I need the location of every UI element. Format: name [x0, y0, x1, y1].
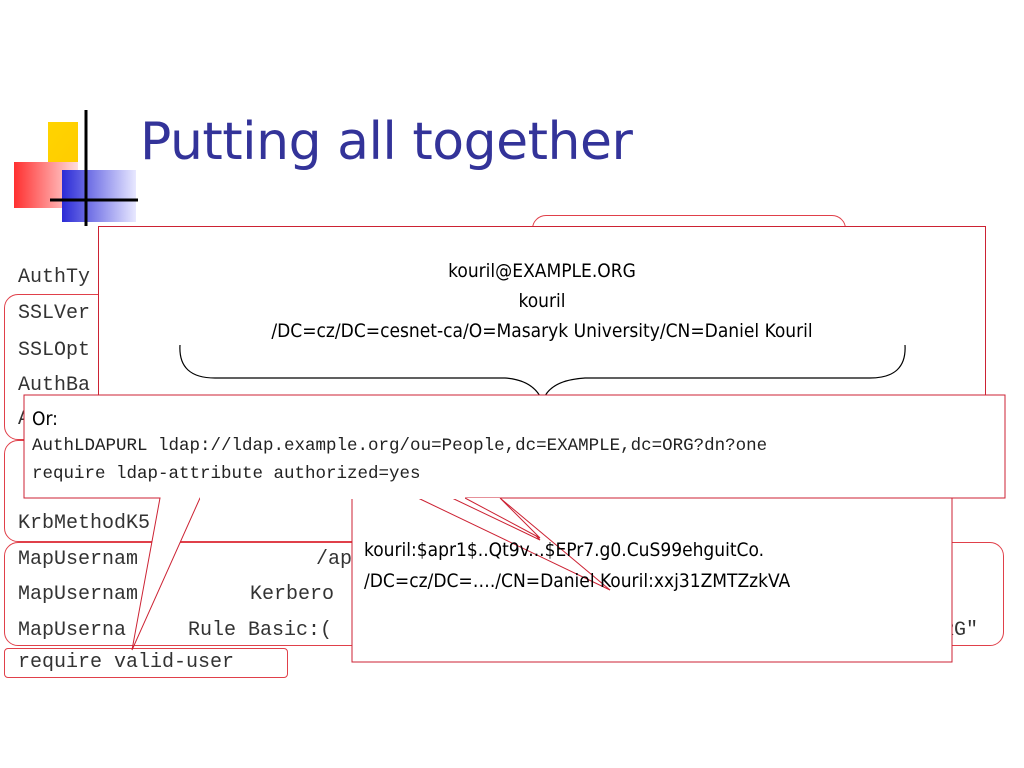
- ldap-url-line: AuthLDAPURL ldap://ldap.example.org/ou=P…: [32, 436, 768, 456]
- decorative-logo: [0, 100, 140, 230]
- config-line-sslverify: SSLVer: [18, 302, 91, 325]
- ldap-or-label: Or:: [32, 408, 58, 430]
- identity-principal: kouril@EXAMPLE.ORG: [448, 260, 636, 282]
- htpasswd-entry-kerberos: kouril:$apr1$..Qt9v...$EPr7.g0.CuS99ehgu…: [364, 539, 765, 561]
- config-line-authtype: AuthTy: [18, 266, 91, 289]
- left-brace: [179, 344, 542, 399]
- config-line-mapuser-a-tail: /ap: [316, 548, 353, 571]
- slide-title: Putting all together: [140, 112, 633, 172]
- config-line-authbasic: AuthBa: [18, 374, 91, 397]
- htpasswd-entry-certificate: /DC=cz/DC=…./CN=Daniel Kouril:xxj31ZMTZz…: [364, 570, 791, 592]
- config-line-krbmethod: KrbMethodK5: [18, 512, 151, 535]
- config-line-mapuser-b-tail: Kerbero: [250, 583, 335, 606]
- ldap-require-line: require ldap-attribute authorized=yes: [32, 464, 421, 484]
- config-line-mapuser-c-tail: Rule Basic:(: [188, 619, 333, 642]
- logo-squares-icon: [14, 110, 138, 226]
- require-valid-user-line: require valid-user: [18, 651, 235, 674]
- right-brace: [543, 344, 906, 399]
- config-line-mapuser-c: MapUserna: [18, 619, 127, 642]
- config-line-mapuser-a: MapUsernam: [18, 548, 139, 571]
- identity-certificate-dn: /DC=cz/DC=cesnet-ca/O=Masaryk University…: [271, 320, 813, 342]
- require-valid-user-box: [4, 648, 288, 678]
- config-line-ssloptions: SSLOpt: [18, 339, 91, 362]
- config-line-mapuser-b: MapUsernam: [18, 583, 139, 606]
- htpasswd-callout-frame: [351, 497, 953, 663]
- identity-callout: [98, 226, 986, 396]
- identity-username: kouril: [518, 290, 566, 312]
